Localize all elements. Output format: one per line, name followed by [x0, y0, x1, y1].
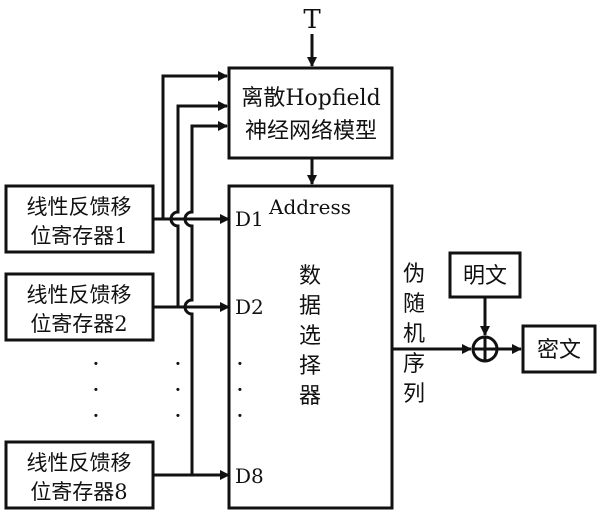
lfsr2-feedback-arrow — [171, 106, 227, 307]
lfsr-8-label-line1: 线性反馈移 — [27, 451, 132, 475]
selector-char-1: 数 — [299, 264, 321, 289]
selector-char-5: 器 — [299, 384, 321, 409]
ellipsis-dot: · — [174, 402, 182, 430]
prng-char-3: 机 — [403, 322, 425, 347]
ellipsis-dot: · — [236, 350, 244, 378]
hopfield-label-line1: 离散Hopfield — [241, 86, 380, 111]
lfsr-2-label-line1: 线性反馈移 — [27, 283, 132, 307]
hopfield-box — [229, 68, 392, 158]
ciphertext-label: 密文 — [537, 338, 581, 363]
port-d8-label: D8 — [235, 464, 264, 488]
lfsr-8-label-line2: 位寄存器8 — [30, 480, 127, 504]
lfsr-1-label-line2: 位寄存器1 — [30, 224, 127, 248]
prng-char-2: 随 — [403, 292, 425, 317]
port-d2-label: D2 — [235, 295, 264, 319]
port-d1-label: D1 — [235, 207, 264, 231]
lfsr-1-label-line1: 线性反馈移 — [27, 195, 132, 219]
ellipsis-dot: · — [236, 376, 244, 404]
prng-char-5: 列 — [403, 382, 425, 407]
lfsr1-feedback-arrow — [163, 76, 227, 219]
ellipsis-dot: · — [92, 402, 100, 430]
prng-char-4: 序 — [403, 352, 425, 377]
ellipsis-dot: · — [92, 376, 100, 404]
ellipsis-dot: · — [174, 350, 182, 378]
ellipsis-dot: · — [174, 376, 182, 404]
address-label: Address — [268, 195, 351, 219]
ellipsis-dot: · — [92, 350, 100, 378]
lfsr8-feedback-arrow — [185, 126, 227, 475]
selector-char-2: 据 — [299, 294, 321, 319]
input-t-label: T — [303, 5, 321, 35]
plaintext-label: 明文 — [463, 264, 507, 289]
ellipsis-dot: · — [236, 402, 244, 430]
lfsr-2-label-line2: 位寄存器2 — [30, 312, 127, 336]
prng-char-1: 伪 — [403, 262, 425, 287]
selector-char-4: 择 — [299, 354, 321, 379]
hopfield-label-line2: 神经网络模型 — [245, 119, 377, 144]
selector-char-3: 选 — [299, 324, 321, 349]
